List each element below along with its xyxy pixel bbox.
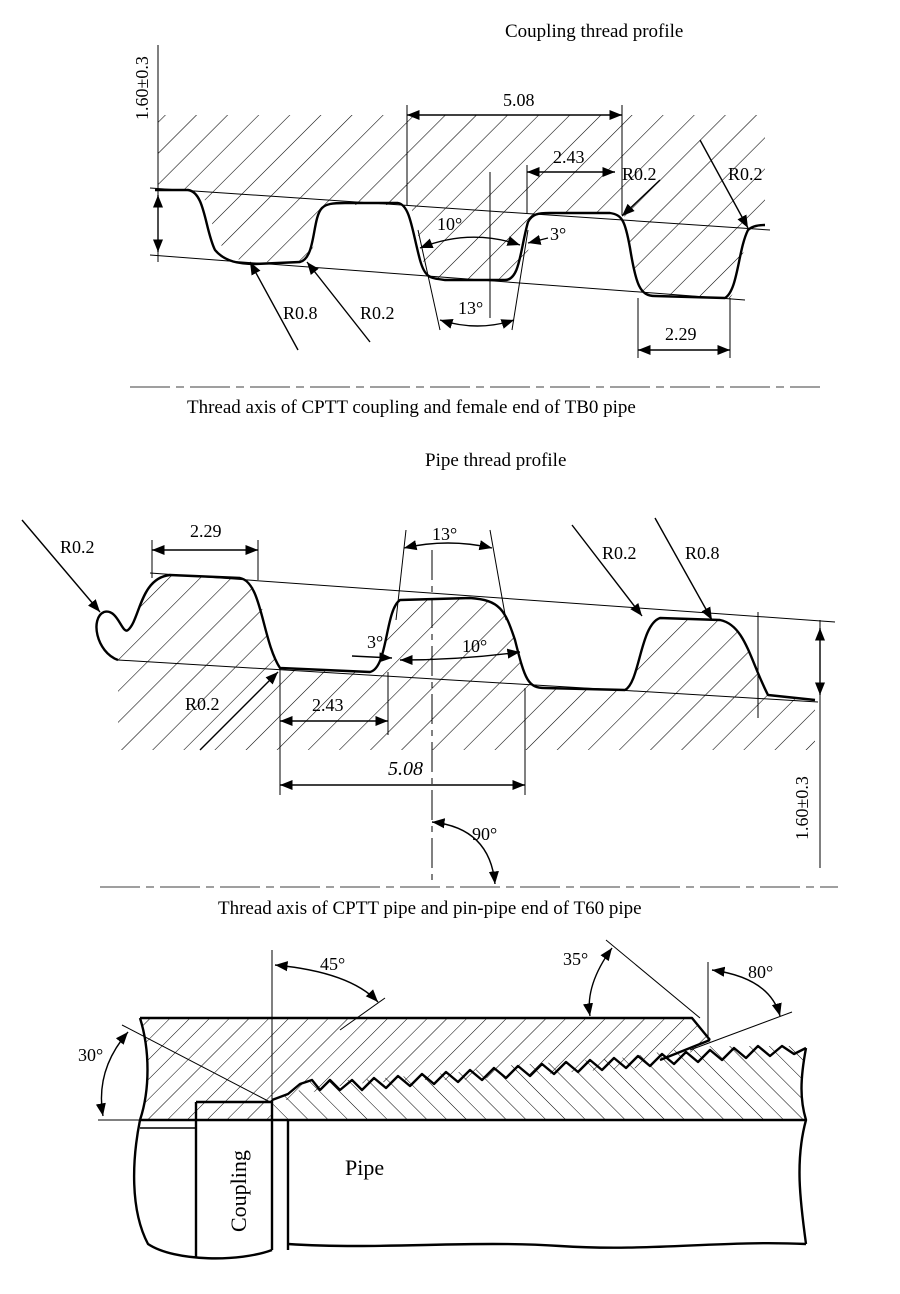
- angle-35-label: 35°: [563, 949, 588, 969]
- coupling-axis-caption: Thread axis of CPTT coupling and female …: [187, 397, 636, 418]
- pipe-r02-right-leader: [571, 524, 643, 617]
- angle-80-line: [689, 1011, 793, 1051]
- pipe-angle-3-label: 3°: [367, 632, 383, 652]
- pipe-wall-hatch: [272, 1046, 806, 1120]
- coupling-profile-title: Coupling thread profile: [505, 21, 683, 42]
- coupling-height-label: 1.60±0.3: [132, 56, 152, 120]
- pipe-thread-section: Pipe thread profile 2.29 R0.2 13° 3° 10°…: [21, 450, 838, 919]
- coupling-r02-leader-b: [699, 139, 749, 229]
- pipe-axis-caption: Thread axis of CPTT pipe and pin-pipe en…: [218, 898, 642, 919]
- angle-45-label: 45°: [320, 954, 345, 974]
- pipe-r02-left-label: R0.2: [60, 537, 95, 557]
- angle-30-line: [121, 1024, 273, 1104]
- angle-35-line: [605, 939, 701, 1019]
- pipe-root-label: 2.43: [312, 695, 344, 715]
- assembly-section: Coupling Pipe 30° 45° 35° 80°: [78, 939, 808, 1260]
- pipe-height-label: 1.60±0.3: [792, 776, 812, 840]
- coupling-root-taper-line: [149, 254, 746, 301]
- coupling-r02-leader-a: [621, 179, 661, 217]
- coupling-13-ext-left: [417, 229, 441, 331]
- coupling-outer-outline: [138, 1016, 711, 1121]
- coupling-wall-hatch: [140, 1018, 710, 1120]
- pipe-pitch-label: 5.08: [388, 758, 423, 780]
- angle-45-line: [339, 997, 386, 1031]
- pipe-angle-10-arc: [399, 648, 521, 666]
- coupling-crest-label: 2.43: [553, 147, 585, 167]
- coupling-angle-3-arrow: [527, 235, 549, 245]
- coupling-root-label: 2.29: [665, 324, 697, 344]
- pipe-angle-90-label: 90°: [472, 824, 497, 844]
- angle-30-label: 30°: [78, 1045, 103, 1065]
- pipe-13-arc: [403, 540, 493, 551]
- pipe-crest-label: 2.29: [190, 521, 222, 541]
- coupling-13-ext-right: [511, 229, 529, 331]
- coupling-label: Coupling: [226, 1150, 251, 1232]
- pipe-profile-title: Pipe thread profile: [425, 450, 566, 471]
- coupling-r08-label: R0.8: [283, 303, 318, 323]
- pipe-bottom-break-edge: [287, 1241, 807, 1249]
- coupling-crest-taper-line: [149, 187, 771, 231]
- pipe-r02-bottom-label: R0.2: [185, 694, 220, 714]
- pipe-angle-3-arrow: [351, 652, 393, 663]
- coupling-r08-leader: [249, 261, 299, 351]
- angle-30-arc: [95, 1031, 129, 1117]
- coupling-pitch-label: 5.08: [503, 90, 535, 110]
- coupling-angle-10-label: 10°: [437, 214, 462, 234]
- coupling-thread-section: Coupling thread profile 1.60±0.3 5.08 2.…: [130, 21, 820, 418]
- coupling-bottom-break-edge: [132, 1119, 273, 1260]
- coupling-hatched-body: [158, 115, 765, 298]
- pipe-r02-bottom-leader: [199, 671, 279, 751]
- pipe-label: Pipe: [345, 1155, 384, 1180]
- angle-80-arc: [711, 966, 782, 1017]
- pipe-r08-right-leader: [654, 517, 713, 621]
- pipe-angle-10-label: 10°: [462, 636, 487, 656]
- thread-engagement-outline: [271, 1044, 807, 1102]
- angle-35-arc: [583, 947, 613, 1017]
- coupling-angle-3-label: 3°: [550, 224, 566, 244]
- coupling-flank-angle-arc: [419, 236, 521, 249]
- pipe-crest-taper-line: [149, 572, 836, 623]
- pipe-thread-outline: [95, 573, 816, 702]
- pipe-r02-right-label: R0.2: [602, 543, 637, 563]
- coupling-13-arc: [439, 318, 515, 329]
- pipe-angle-13-label: 13°: [432, 524, 457, 544]
- coupling-flank-outline: [659, 1038, 711, 1062]
- coupling-r02-leader-bottom: [306, 261, 371, 343]
- pipe-r02-left-leader: [21, 519, 101, 613]
- coupling-r02-label-bottom: R0.2: [360, 303, 395, 323]
- coupling-r02-label-a: R0.2: [622, 164, 657, 184]
- pipe-right-break-edge: [798, 1047, 808, 1245]
- pipe-13-ext-right: [489, 529, 507, 621]
- pipe-r08-right-label: R0.8: [685, 543, 720, 563]
- pipe-hatched-body: [116, 575, 816, 750]
- angle-80-label: 80°: [748, 962, 773, 982]
- pipe-90-arc: [431, 818, 499, 885]
- coupling-angle-13-label: 13°: [458, 298, 483, 318]
- angle-45-arc: [274, 961, 379, 1003]
- pipe-root-taper-line: [117, 659, 819, 703]
- coupling-r02-label-b: R0.2: [728, 164, 763, 184]
